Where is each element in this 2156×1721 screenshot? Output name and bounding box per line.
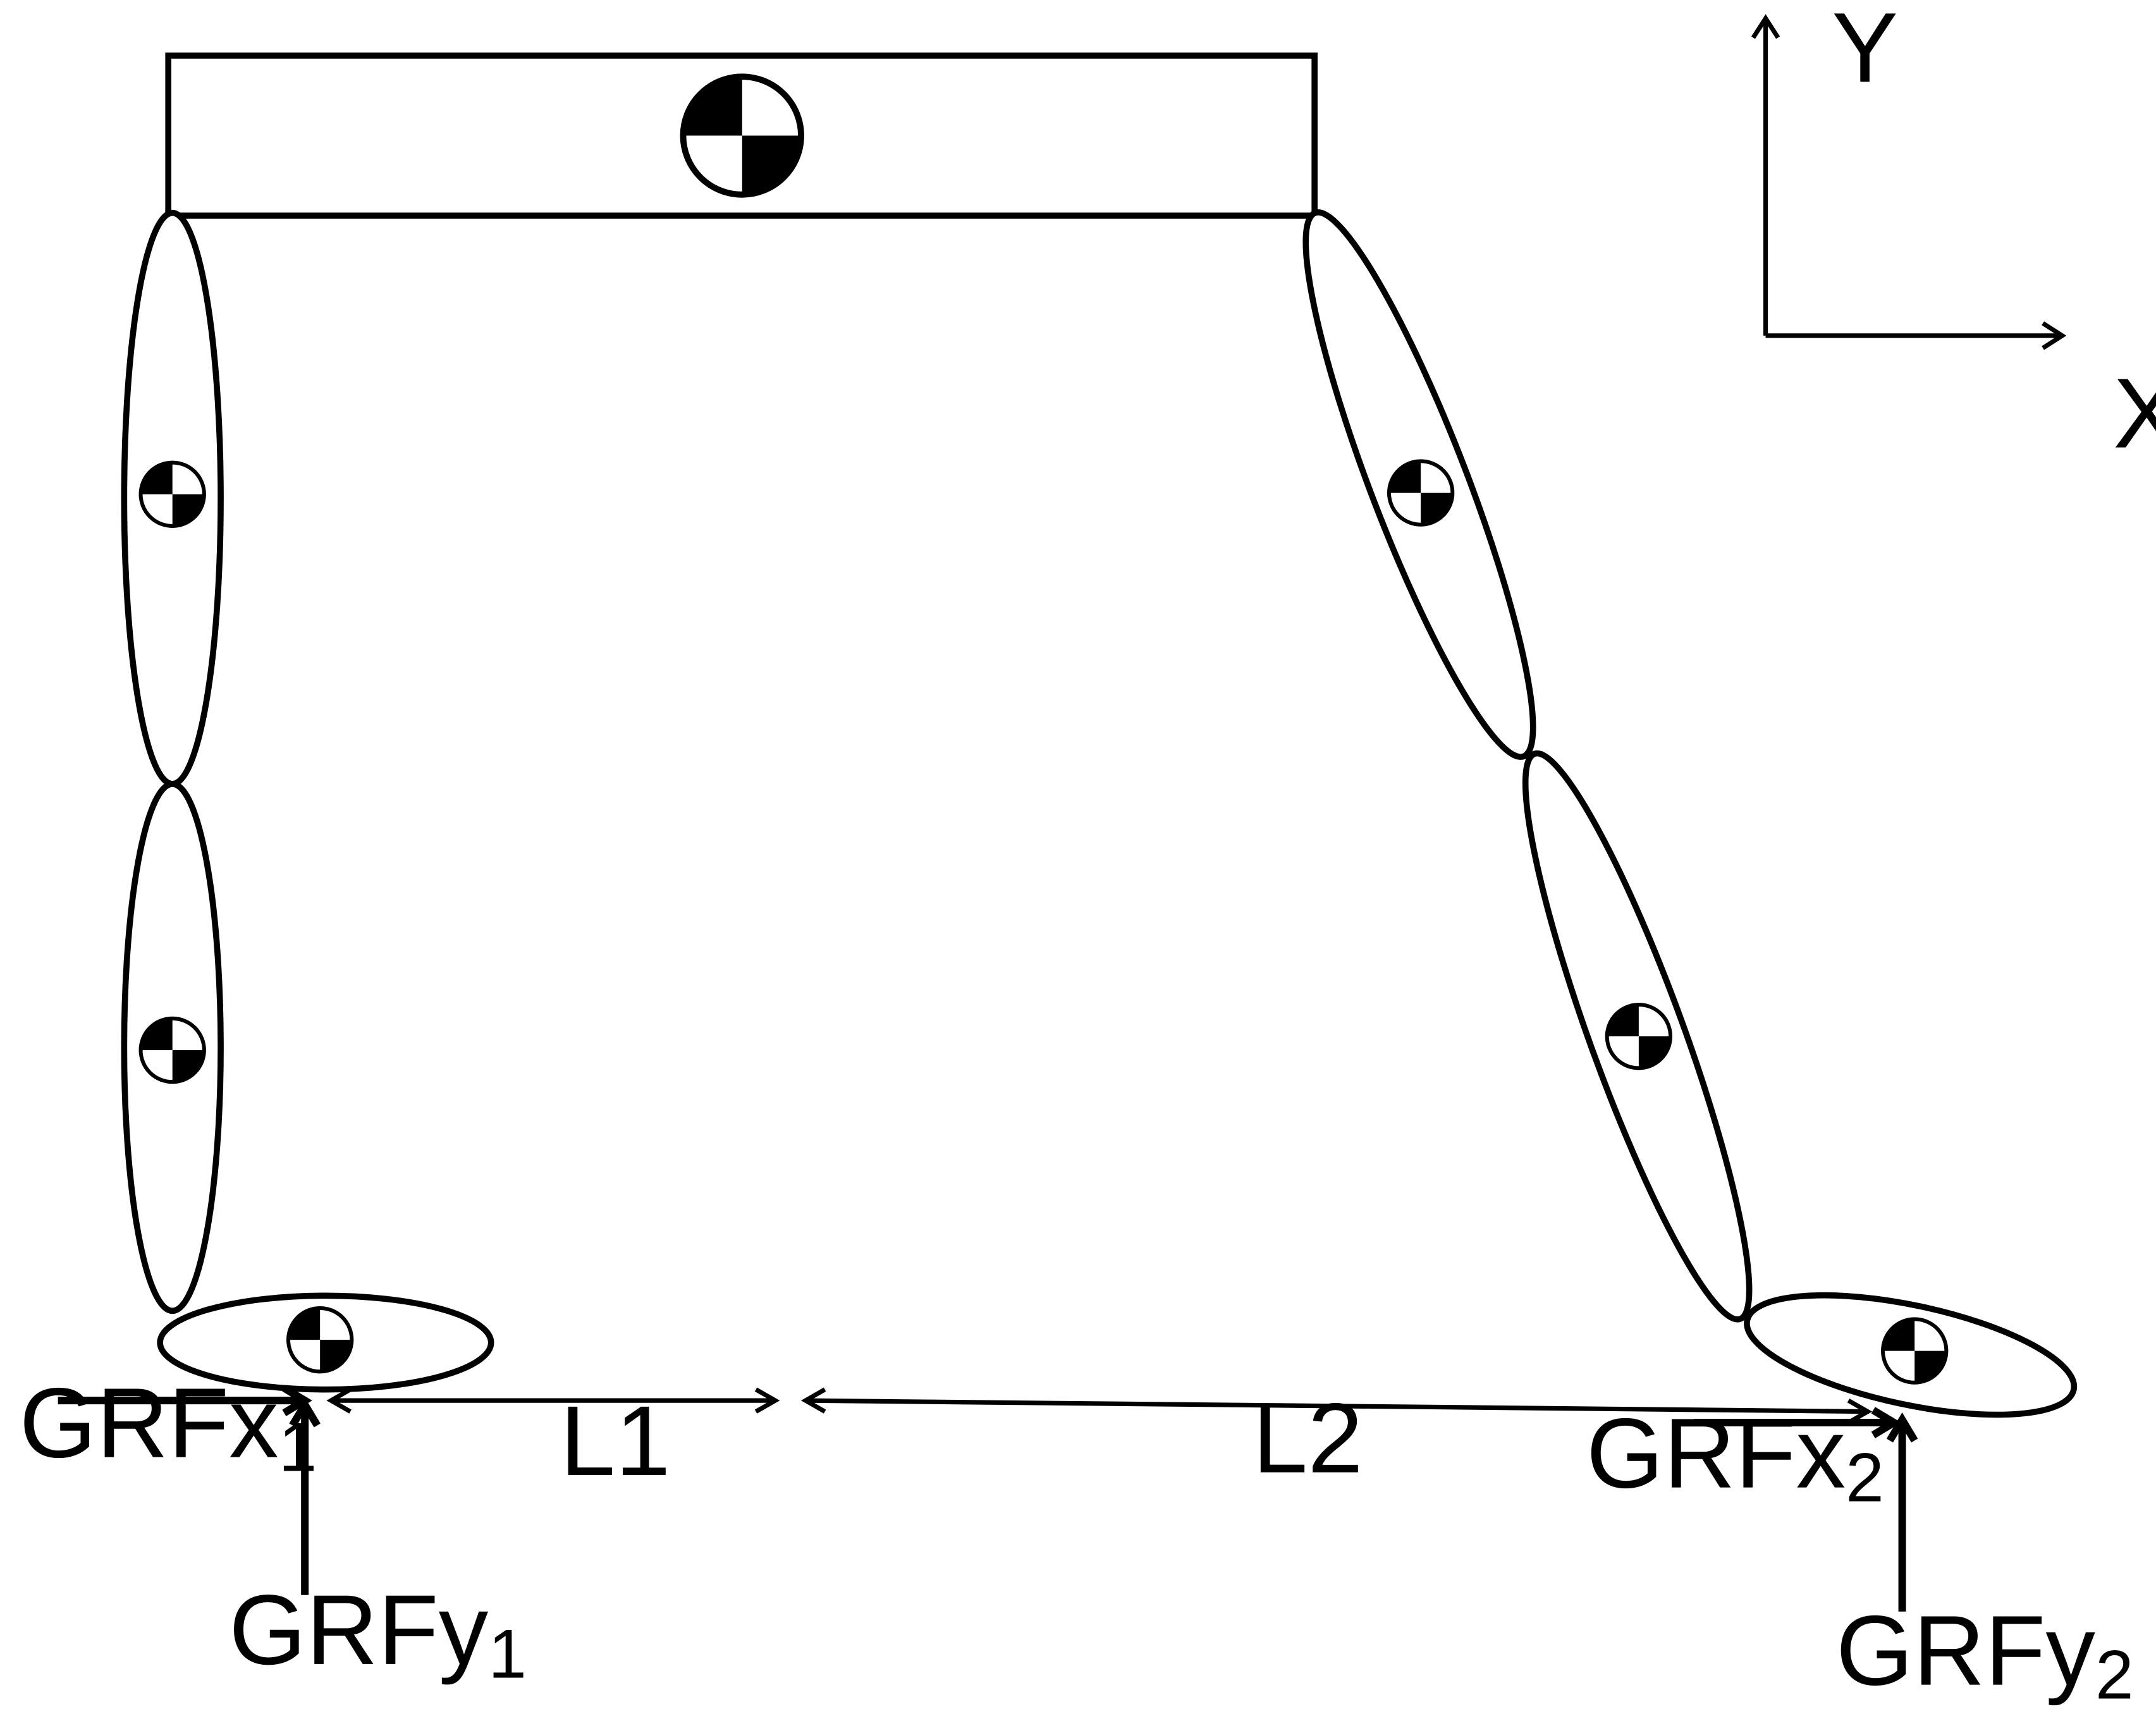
l1-label: L1	[560, 1386, 671, 1497]
l1-arrowhead-left	[326, 1387, 352, 1414]
y-axis-arrowhead	[1751, 14, 1780, 39]
left-shank-com-icon	[138, 1016, 206, 1084]
coordinate-axes: Y X	[1751, 0, 2156, 469]
left-thigh-com-icon	[138, 460, 206, 528]
right-shank-com-icon	[1605, 1002, 1673, 1070]
right-thigh-com-icon	[1387, 459, 1455, 527]
y-axis-label: Y	[1832, 0, 1898, 103]
grfy1-label: GRFy1	[229, 1575, 527, 1693]
distance-l1: L1	[326, 1386, 780, 1497]
x-axis-arrowhead	[2042, 321, 2067, 350]
grfx2-arrowhead	[1871, 1407, 1902, 1438]
l2-arrow-line	[805, 1398, 1868, 1414]
right-foot-com-icon	[1881, 1317, 1949, 1385]
right-leg	[1302, 209, 2078, 1418]
grfy1-arrowhead	[289, 1397, 321, 1428]
x-axis-label: X	[2113, 358, 2156, 469]
grf-foot-1: GRFx1 GRFy1	[20, 1368, 527, 1693]
distance-l2: L2	[800, 1383, 1873, 1494]
l2-label: L2	[1253, 1383, 1363, 1494]
trunk-com-icon	[680, 73, 804, 198]
l1-arrowhead-right	[754, 1387, 780, 1414]
left-foot-com-icon	[286, 1306, 354, 1374]
grfy2-arrowhead	[1886, 1412, 1918, 1443]
grf-foot-2: GRFx2 GRFy2	[1586, 1399, 2134, 1714]
trunk-segment	[165, 52, 1318, 219]
grfx1-label: GRFx1	[20, 1368, 317, 1486]
l2-arrowhead-left	[800, 1387, 826, 1414]
left-leg	[121, 209, 494, 1393]
grfy2-label: GRFy2	[1836, 1596, 2134, 1714]
grfx2-label: GRFx2	[1586, 1399, 1884, 1517]
